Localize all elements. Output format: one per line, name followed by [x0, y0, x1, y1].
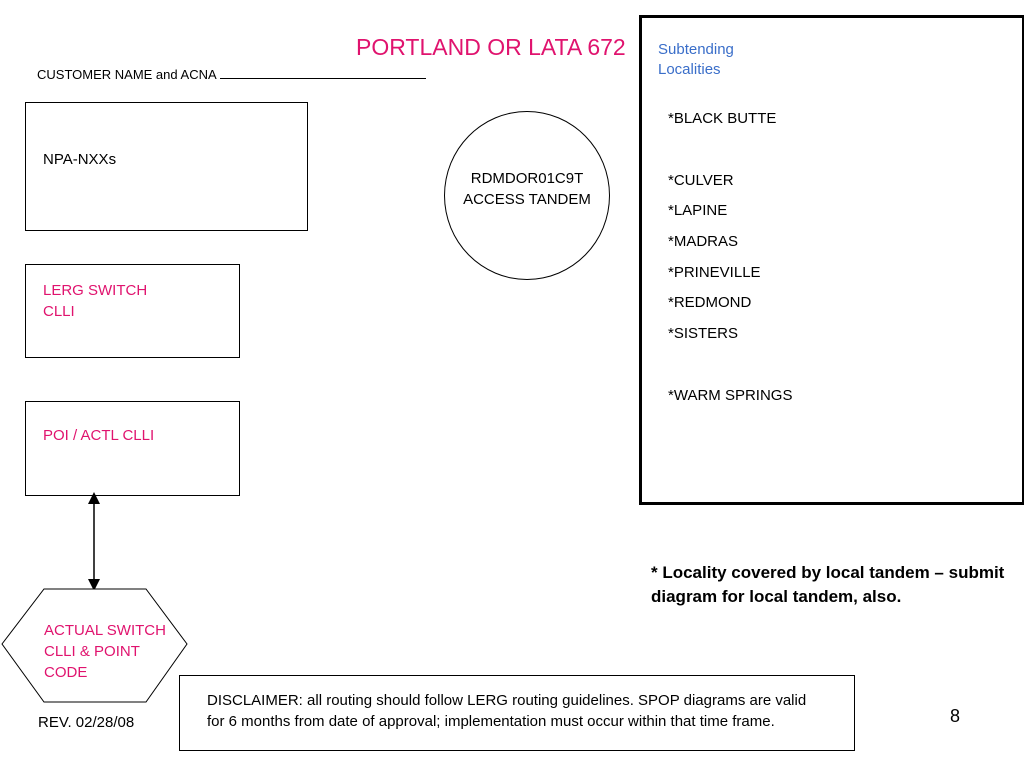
- subtending-localities-panel: [639, 15, 1024, 505]
- poi-actl-clli-box: POI / ACTL CLLI: [25, 401, 240, 496]
- actual-switch-label: ACTUAL SWITCH CLLI & POINT CODE: [44, 622, 166, 681]
- access-tandem-text: RDMDOR01C9T ACCESS TANDEM: [444, 168, 610, 210]
- locality-item: *LAPINE: [668, 202, 728, 219]
- page-number: 8: [950, 706, 961, 726]
- npa-nxx-box: NPA-NXXs: [25, 102, 308, 231]
- locality-item: *BLACK BUTTE: [668, 110, 777, 127]
- local-tandem-note: * Locality covered by local tandem – sub…: [651, 563, 1005, 606]
- actual-switch-hexagon: [1, 588, 188, 703]
- customer-name-field: CUSTOMER NAME and ACNA: [37, 66, 426, 82]
- customer-name-label: CUSTOMER NAME and ACNA: [37, 67, 217, 82]
- lerg-switch-clli-label: LERG SWITCH CLLI: [43, 282, 148, 320]
- subtending-localities-title: Subtending Localities: [658, 41, 734, 78]
- npa-nxx-label: NPA-NXXs: [43, 151, 117, 168]
- locality-item: *REDMOND: [668, 294, 752, 311]
- disclaimer-text: DISCLAIMER: all routing should follow LE…: [207, 692, 807, 730]
- locality-item: *MADRAS: [668, 233, 739, 250]
- access-tandem-circle: [444, 111, 610, 280]
- locality-item: *CULVER: [668, 172, 734, 189]
- tandem-clli: RDMDOR01C9T: [470, 170, 584, 187]
- locality-item: *SISTERS: [668, 325, 739, 342]
- revision-date: REV. 02/28/08: [38, 714, 135, 731]
- lerg-switch-clli-box: LERG SWITCH CLLI: [25, 264, 240, 358]
- page-title: PORTLAND OR LATA 672: [356, 34, 626, 60]
- locality-item: *WARM SPRINGS: [668, 387, 793, 404]
- tandem-type: ACCESS TANDEM: [463, 191, 591, 208]
- poi-actl-clli-label: POI / ACTL CLLI: [43, 427, 155, 444]
- customer-name-blank-line: [219, 66, 426, 79]
- locality-item: *PRINEVILLE: [668, 264, 761, 281]
- disclaimer-box: [179, 675, 855, 751]
